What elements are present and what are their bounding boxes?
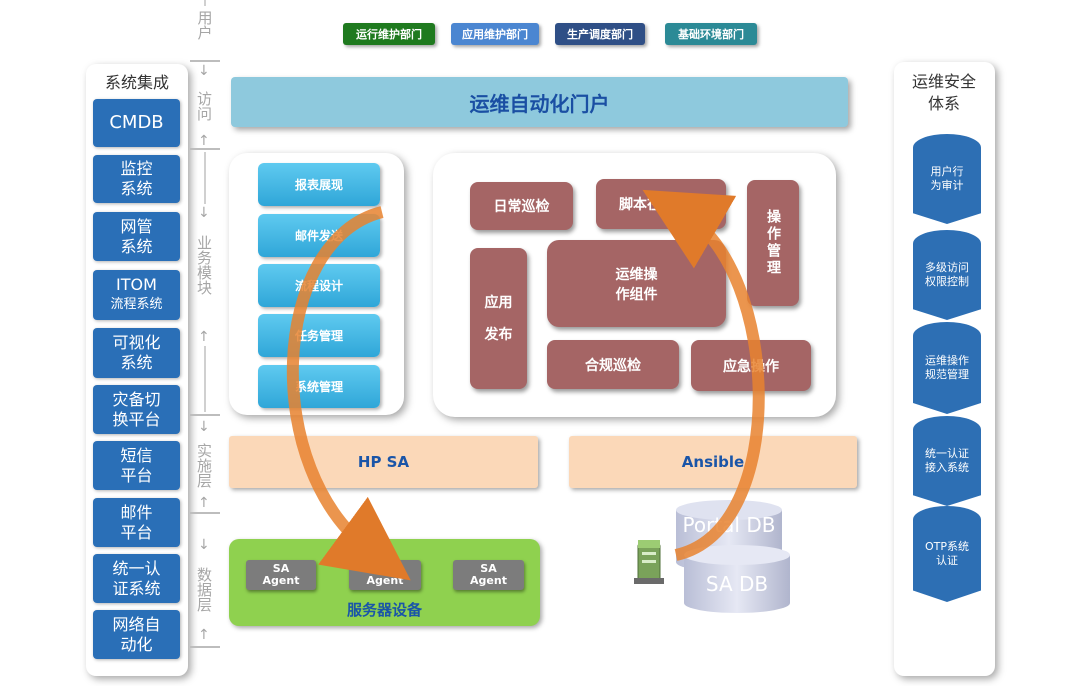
component-operation-mgmt[interactable]: 操作管理 — [747, 180, 799, 306]
security-item-user-audit: 用户行为审计 — [913, 134, 981, 224]
layer-divider-5 — [190, 646, 220, 648]
server-icon — [634, 540, 664, 584]
integration-item-network-mgmt: 网管系统 — [93, 212, 180, 261]
down-arrow-icon: ↓ — [198, 205, 210, 221]
up-arrow-icon: ↑ — [198, 627, 210, 643]
layer-divider-4 — [190, 512, 220, 514]
impl-hpsa[interactable]: HP SA — [229, 436, 538, 488]
layer-axis-line-business-top — [204, 152, 206, 204]
server-devices-label: 服务器设备 — [346, 601, 422, 619]
layer-label-data: 数据层 — [197, 566, 213, 614]
integration-item-network-automation: 网络自动化 — [93, 610, 180, 659]
layer-divider-1 — [190, 60, 220, 62]
integration-item-dr-switch: 灾备切换平台 — [93, 385, 180, 434]
layer-label-access: 访问 — [197, 90, 213, 123]
component-compliance[interactable]: 合规巡检 — [547, 340, 679, 389]
down-arrow-icon: ↓ — [198, 537, 210, 553]
down-arrow-icon: ↓ — [198, 419, 210, 435]
component-operation-mgmt-label: 操作管理 — [765, 209, 781, 277]
down-arrow-icon: ↓ — [198, 63, 210, 79]
dept-tag-infra: 基础环境部门 — [665, 23, 757, 45]
layer-axis-line-business-bottom — [204, 346, 206, 412]
security-item-access-control: 多级访问权限控制 — [913, 230, 981, 320]
up-arrow-icon: ↑ — [198, 495, 210, 511]
sa-db-label: SA DB — [705, 572, 769, 596]
up-arrow-icon: ↑ — [198, 329, 210, 345]
integration-item-cmdb: CMDB — [93, 99, 180, 147]
layer-axis-line-user — [204, 0, 206, 6]
integration-item-monitoring: 监控系统 — [93, 155, 180, 203]
dept-tag-app: 应用维护部门 — [451, 23, 539, 45]
impl-ansible[interactable]: Ansible — [569, 436, 857, 488]
security-system-title: 运维安全体系 — [911, 72, 976, 113]
sa-db-cylinder — [684, 545, 790, 613]
integration-item-unified-auth: 统一认证系统 — [93, 554, 180, 603]
ops-automation-portal[interactable]: 运维自动化门户 — [231, 77, 848, 127]
up-arrow-icon: ↑ — [198, 133, 210, 149]
flow-arrow-db-to-script — [642, 189, 765, 561]
integration-item-sms: 短信平台 — [93, 441, 180, 490]
function-task[interactable]: 任务管理 — [258, 314, 380, 357]
integration-item-visualization: 可视化系统 — [93, 328, 180, 378]
function-report[interactable]: 报表展现 — [258, 163, 380, 206]
component-ops-components[interactable]: 运维操作组件 — [547, 240, 726, 327]
flow-arrow-portal-to-agent — [286, 206, 411, 581]
database-graphics — [634, 500, 790, 613]
component-daily-inspection[interactable]: 日常巡检 — [470, 182, 573, 230]
layer-label-user: 用户 — [197, 9, 213, 42]
layer-divider-2 — [190, 148, 220, 150]
security-item-otp: OTP系统认证 — [913, 506, 981, 602]
security-item-unified-auth: 统一认证接入系统 — [913, 416, 981, 506]
security-item-ops-standard: 运维操作规范管理 — [913, 322, 981, 414]
dept-tag-ops: 运行维护部门 — [343, 23, 435, 45]
layer-divider-3 — [190, 414, 220, 416]
layer-label-business: 业务模块 — [197, 234, 213, 297]
layer-label-implementation: 实施层 — [197, 442, 213, 490]
integration-item-mail: 邮件平台 — [93, 498, 180, 547]
system-integration-title: 系统集成 — [104, 73, 169, 92]
function-system[interactable]: 系统管理 — [258, 365, 380, 408]
dept-tag-prod: 生产调度部门 — [555, 23, 645, 45]
component-app-release[interactable]: 应用发布 — [470, 248, 527, 389]
